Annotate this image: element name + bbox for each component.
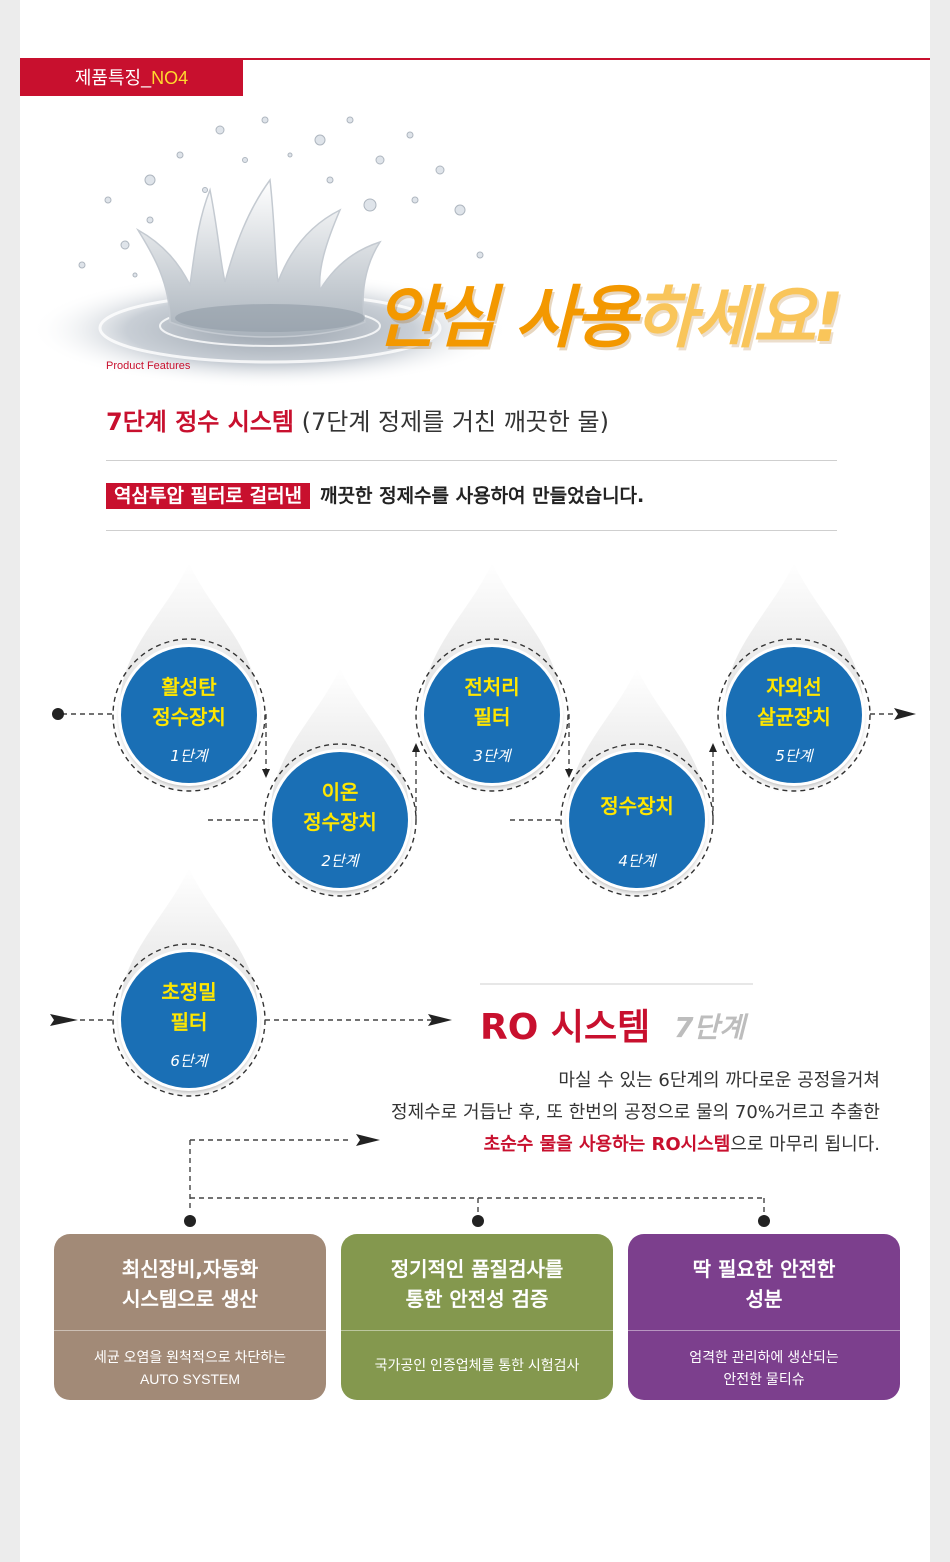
step-4-label: 4단계 — [618, 852, 656, 870]
step-2-line2: 정수장치 — [303, 810, 377, 834]
product-features-label: Product Features — [106, 360, 191, 372]
card-3-sub-line1: 엄격한 관리하에 생산되는 — [689, 1349, 839, 1365]
ro-text-line3: 초순수 물을 사용하는 RO시스템으로 마무리 됩니다. — [320, 1130, 880, 1156]
feature-tag-prefix: 제품특징_ — [74, 68, 152, 88]
step-circle-3: 전처리 필터 3단계 — [424, 647, 560, 783]
step-circle-5: 자외선 살균장치 5단계 — [726, 647, 862, 783]
step-circle-1: 활성탄 정수장치 1단계 — [121, 647, 257, 783]
water-splash-illustration — [30, 116, 510, 388]
desc-rest: 깨끗한 정제수를 사용하여 만들었습니다. — [320, 485, 645, 507]
step-2-line1: 이온 — [321, 780, 359, 804]
card-2-title-line2: 통한 안전성 검증 — [405, 1287, 549, 1311]
step-1-label: 1단계 — [170, 747, 208, 765]
top-red-line — [20, 58, 930, 60]
ro-text-line2: 정제수로 거듭난 후, 또 한번의 공정으로 물의 70%거르고 추출한 — [391, 1102, 880, 1123]
subtitle-bold: 7단계 정수 시스템 — [106, 408, 294, 436]
card-2-title-line1: 정기적인 품질검사를 — [390, 1257, 564, 1281]
card-3-title-line1: 딱 필요한 안전한 — [692, 1257, 836, 1281]
step-5-line2: 살균장치 — [757, 705, 831, 729]
headline-part2: 하세요! — [633, 279, 844, 358]
step-circle-2: 이온 정수장치 2단계 — [272, 752, 408, 888]
step-6-label: 6단계 — [170, 1052, 208, 1070]
card-2-divider — [341, 1330, 613, 1331]
card-1-title-line2: 시스템으로 생산 — [122, 1287, 258, 1311]
divider-bottom — [106, 530, 837, 531]
ro-system-title: RO 시스템 — [480, 1007, 651, 1048]
step-3-label: 3단계 — [473, 747, 511, 765]
card-2-sub: 국가공인 인증업체를 통한 시험검사 — [374, 1357, 580, 1373]
card-1-sub: 세균 오염을 원척적으로 차단하는 AUTO SYSTEM — [54, 1346, 326, 1390]
step-circle-6: 초정밀 필터 6단계 — [121, 952, 257, 1088]
card-1-divider — [54, 1330, 326, 1331]
section-subtitle: 7단계 정수 시스템 (7단계 정제를 거친 깨끗한 물) — [106, 402, 609, 437]
feature-tag-number: NO4 — [151, 68, 189, 88]
ro-text-line1: 마실 수 있는 6단계의 까다로운 공정을거쳐 — [558, 1070, 880, 1091]
step-5-label: 5단계 — [775, 747, 813, 765]
ro-system-step: 7단계 — [674, 1011, 746, 1044]
step-2-label: 2단계 — [321, 852, 359, 870]
step-3-line2: 필터 — [473, 705, 511, 729]
feature-tag: 제품특징_NO4 — [20, 60, 243, 96]
headline-part1: 안심 사용 — [375, 279, 637, 358]
card-1-title-line1: 최신장비,자동화 — [121, 1257, 259, 1281]
step-6-line1: 초정밀 — [161, 980, 217, 1004]
card-1-sub-line1: 세균 오염을 원척적으로 차단하는 — [94, 1349, 286, 1365]
step-5-line1: 자외선 — [766, 675, 822, 699]
ro-text-highlight: 초순수 물을 사용하는 RO시스템 — [483, 1134, 731, 1155]
desc-badge: 역삼투압 필터로 걸러낸 — [106, 483, 311, 509]
card-1-sub-line2: AUTO SYSTEM — [139, 1371, 241, 1387]
headline: 안심 사용하세요! — [375, 262, 844, 361]
card-3-divider — [628, 1330, 900, 1331]
card-3-sub-line2: 안전한 물티슈 — [723, 1371, 805, 1387]
step-4-line1: 정수장치 — [600, 794, 674, 818]
step-1-line1: 활성탄 — [161, 675, 217, 699]
step-6-line2: 필터 — [170, 1010, 208, 1034]
step-circle-4: 정수장치 4단계 — [569, 752, 705, 888]
description: 역삼투압 필터로 걸러낸 깨끗한 정제수를 사용하여 만들었습니다. — [106, 481, 645, 509]
ro-text-line3-rest: 으로 마무리 됩니다. — [730, 1134, 880, 1155]
step-1-line2: 정수장치 — [152, 705, 226, 729]
subtitle-rest: (7단계 정제를 거친 깨끗한 물) — [293, 408, 610, 436]
step-3-line1: 전처리 — [464, 675, 520, 699]
divider-top — [106, 460, 837, 461]
card-3-title-line2: 성분 — [745, 1287, 783, 1311]
page: 제품특징_NO4 안심 사용하세요! Pro — [20, 0, 930, 1562]
